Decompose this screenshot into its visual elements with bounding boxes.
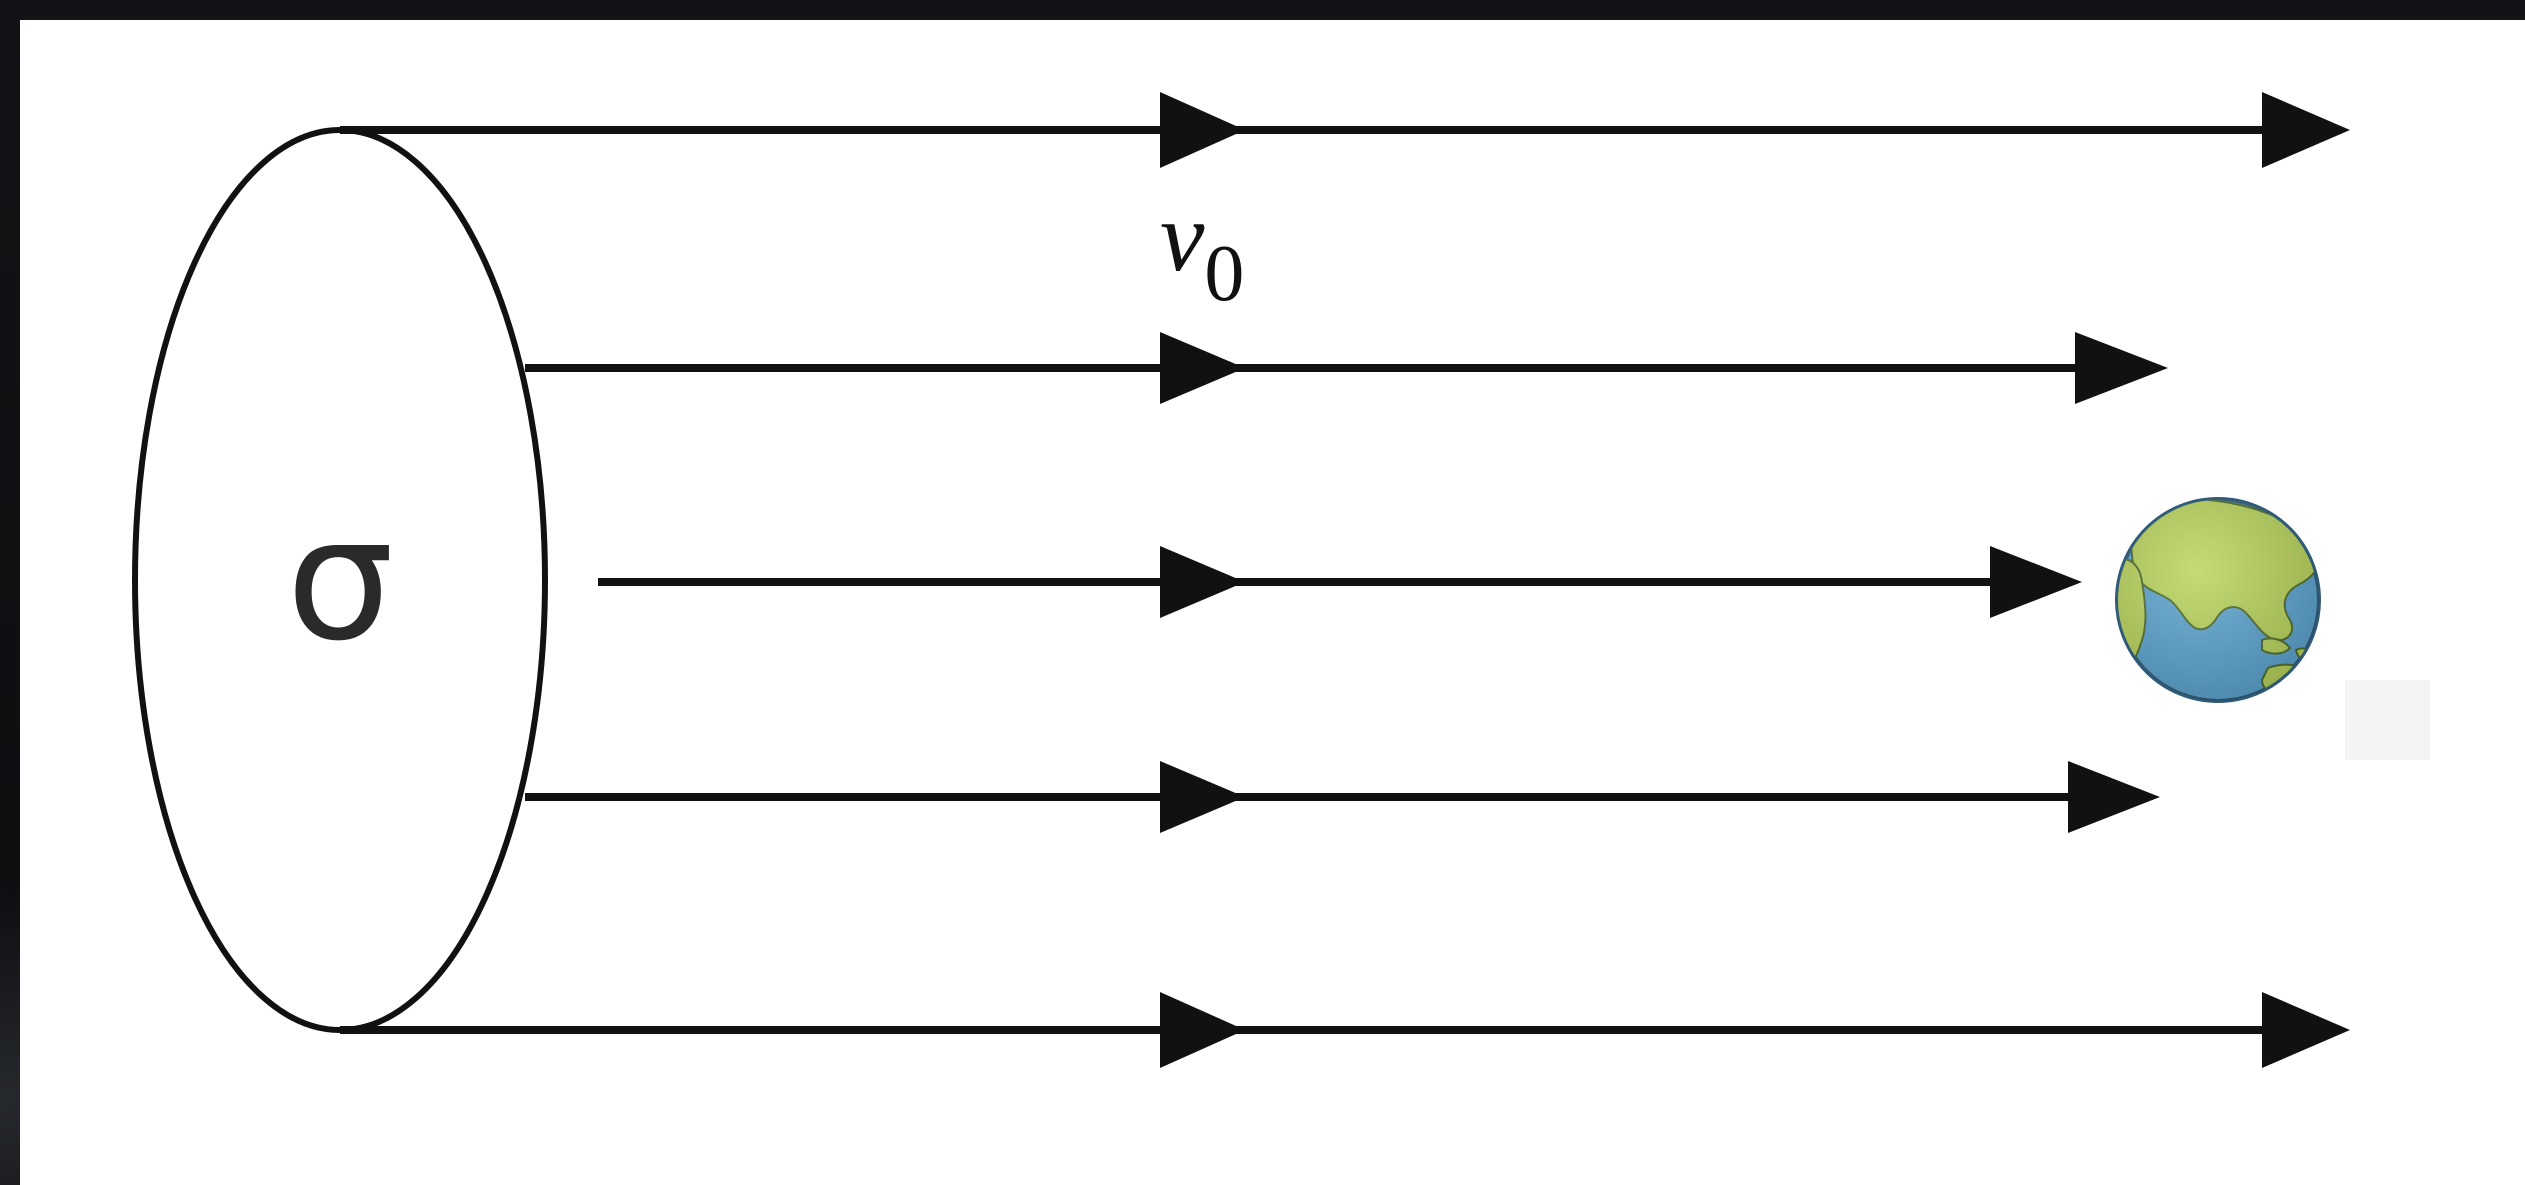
sigma-label: σ: [286, 481, 394, 679]
diagram-panel: [20, 20, 2525, 1185]
flux-arrow-bottom: [340, 992, 2350, 1068]
earth-backdrop: [2345, 680, 2430, 760]
flux-arrow-lower: [525, 761, 2160, 833]
flux-arrow-upper: [525, 332, 2168, 404]
flux-arrow-top: [340, 92, 2350, 168]
earth-globe-icon: [2115, 497, 2321, 703]
velocity-label: v0: [1160, 181, 1244, 318]
flux-arrow-middle: [598, 546, 2082, 618]
